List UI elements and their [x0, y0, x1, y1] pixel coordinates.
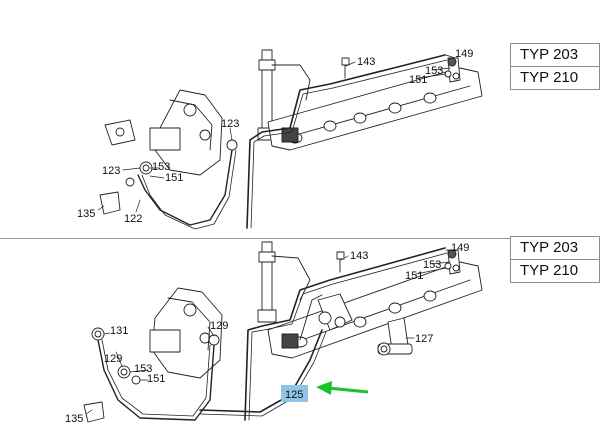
return-line-bottom: [97, 339, 215, 421]
highlight-125: 125: [281, 385, 308, 402]
typ-203-label: TYP 203: [520, 239, 579, 256]
callout-122: 122: [124, 213, 142, 225]
fittings-top: [99, 139, 238, 215]
fuel-rail-bottom: [267, 249, 483, 359]
high-pressure-pump-top: [104, 89, 223, 176]
callout-129-right: 129: [210, 320, 228, 332]
typ-box-top: TYP 203 TYP 210: [510, 43, 600, 90]
callout-149: 149: [451, 242, 469, 254]
callout-125: 125: [285, 389, 303, 401]
high-pressure-line-top: [246, 54, 446, 229]
injector-bottom: [257, 241, 311, 323]
callout-151: 151: [409, 74, 427, 86]
callout-153-pump: 153: [152, 161, 170, 173]
bolt-143: [341, 57, 350, 79]
high-pressure-pump-bottom: [149, 287, 223, 379]
green-arrow: [316, 381, 369, 395]
callout-135: 135: [65, 413, 83, 425]
callout-123-right: 123: [221, 118, 239, 130]
typ-203-label: TYP 203: [520, 46, 579, 63]
callout-151-pump: 151: [165, 172, 183, 184]
bottom-panel-drawing: [83, 241, 483, 423]
callout-127: 127: [415, 333, 433, 345]
callout-153: 153: [423, 259, 441, 271]
top-panel-drawing: [99, 49, 483, 230]
high-pressure-line-bottom: [244, 247, 446, 421]
callout-131: 131: [110, 325, 128, 337]
callout-151: 151: [405, 270, 423, 282]
callout-149: 149: [455, 48, 473, 60]
typ-box-bottom: TYP 203 TYP 210: [510, 236, 600, 283]
callout-153: 153: [425, 65, 443, 77]
fuel-rail: [267, 57, 483, 151]
leader-lines: [85, 54, 456, 415]
typ-210-label: TYP 210: [511, 66, 599, 89]
bolt-143-bottom: [336, 251, 345, 273]
callout-129-left: 129: [104, 353, 122, 365]
bracket-125: [299, 293, 353, 341]
callouts-top: 143 149 153 151 123 123 153 151 135 122: [77, 48, 473, 225]
panel-divider: [0, 238, 600, 239]
callout-123-left: 123: [102, 165, 120, 177]
callout-135: 135: [77, 208, 95, 220]
callout-143: 143: [357, 56, 375, 68]
highlight-box: [281, 385, 308, 402]
return-line-122-top: [137, 149, 233, 226]
typ-210-label: TYP 210: [511, 259, 599, 282]
callout-153-pump: 153: [134, 363, 152, 375]
callout-143: 143: [350, 250, 368, 262]
clip-127: [377, 317, 413, 356]
callout-151-pump: 151: [147, 373, 165, 385]
callouts-bottom: 143 149 153 151 131 129 129 153 151 135 …: [65, 242, 469, 425]
